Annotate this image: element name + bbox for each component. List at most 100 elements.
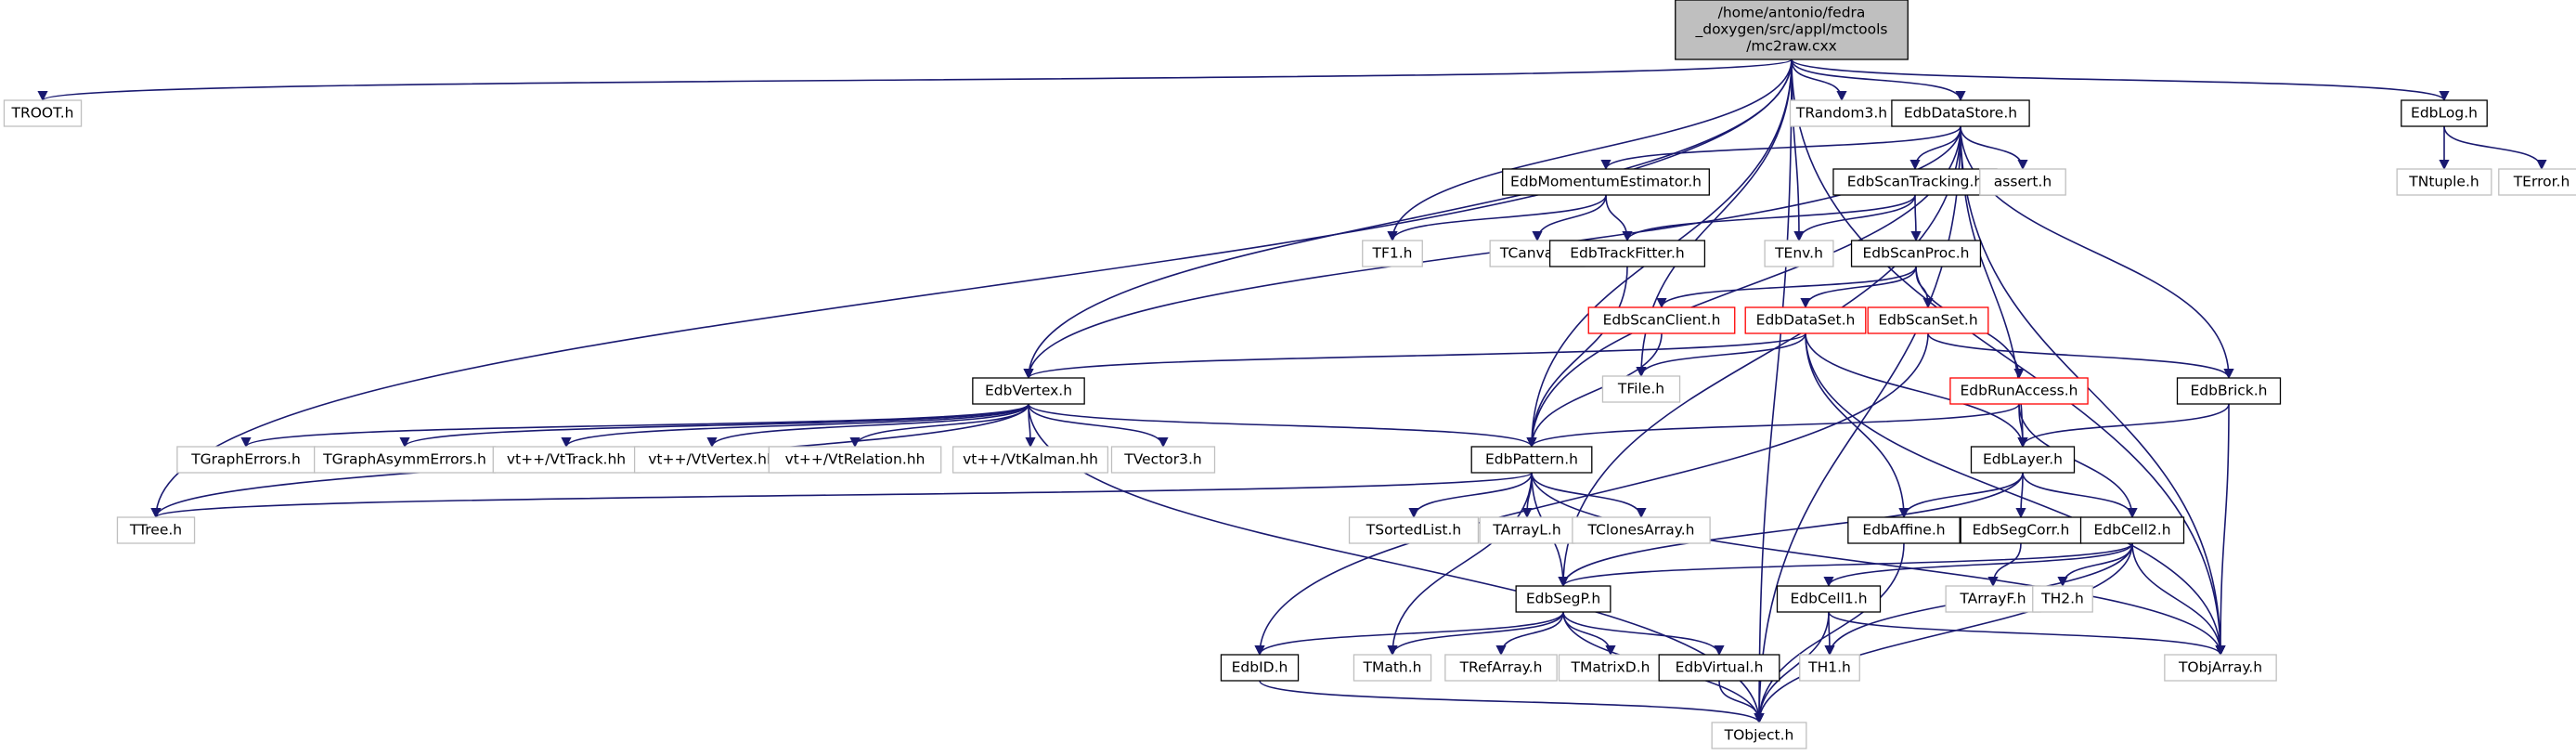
node-label-TObject: TObject.h bbox=[1724, 727, 1794, 744]
edge-EdbDataSet-to-TObjArray bbox=[1805, 332, 2226, 657]
node-box-TGraphAsymmErrors bbox=[313, 446, 496, 474]
node-TF1: TF1.h bbox=[1362, 240, 1423, 267]
node-TGraphErrors: TGraphErrors.h bbox=[176, 446, 316, 474]
edge-EdbTrackFitter-to-EdbPattern bbox=[1526, 266, 1628, 449]
node-TEnv: TEnv.h bbox=[1764, 240, 1834, 267]
edge-EdbSegP-to-TMath bbox=[1387, 611, 1564, 657]
node-box-EdbDataSet bbox=[1744, 306, 1867, 334]
node-label-VtKalman: vt++/VtKalman.hh bbox=[963, 451, 1098, 468]
node-EdbAffine[interactable]: EdbAffine.h bbox=[1847, 516, 1961, 544]
node-EdbLog[interactable]: EdbLog.h bbox=[2401, 99, 2488, 127]
edge-EdbDataSet-to-EdbLayer bbox=[1805, 332, 2028, 449]
node-EdbCell2[interactable]: EdbCell2.h bbox=[2079, 516, 2185, 544]
edge-EdbPattern-to-TSortedList bbox=[1408, 472, 1533, 519]
node-box-assert bbox=[1979, 168, 2066, 196]
node-TRefArray: TRefArray.h bbox=[1444, 654, 1558, 682]
node-label-TGraphErrors: TGraphErrors.h bbox=[190, 451, 301, 468]
node-box-TArrayL bbox=[1479, 516, 1575, 544]
edge-EdbScanClient-to-EdbPattern bbox=[1526, 332, 1663, 449]
node-box-EdbVirtual bbox=[1658, 654, 1780, 682]
edge-EdbLog-to-TError bbox=[2443, 125, 2547, 171]
node-EdbScanClient[interactable]: EdbScanClient.h bbox=[1587, 306, 1736, 334]
node-TH2: TH2.h bbox=[2032, 585, 2093, 613]
node-label-EdbCell2: EdbCell2.h bbox=[2093, 522, 2170, 539]
edge-EdbPattern-to-TMath bbox=[1387, 472, 1533, 657]
node-box-VtTrack bbox=[492, 446, 641, 474]
node-label-TROOT: TROOT.h bbox=[10, 105, 73, 122]
node-box-TVector3 bbox=[1110, 446, 1216, 474]
edge-root-to-EdbDataStore bbox=[1791, 59, 1966, 102]
node-EdbTrackFitter[interactable]: EdbTrackFitter.h bbox=[1548, 240, 1706, 267]
node-box-TFile bbox=[1601, 375, 1681, 403]
edge-EdbScanProc-to-EdbScanClient bbox=[1656, 266, 1917, 309]
edge-EdbSegP-to-EdbVirtual bbox=[1562, 611, 1725, 657]
edge-root-to-TObjArray bbox=[1791, 59, 2226, 657]
node-TVector3: TVector3.h bbox=[1110, 446, 1216, 474]
node-box-TRefArray bbox=[1444, 654, 1558, 682]
node-box-VtKalman bbox=[951, 446, 1109, 474]
node-EdbMomentumEstimator[interactable]: EdbMomentumEstimator.h bbox=[1502, 168, 1710, 196]
edge-EdbRunAccess-to-EdbPattern bbox=[1526, 403, 2020, 449]
node-EdbVertex[interactable]: EdbVertex.h bbox=[972, 377, 1085, 405]
node-label-TH1: TH1.h bbox=[1807, 659, 1851, 676]
node-TRandom3: TRandom3.h bbox=[1789, 99, 1895, 127]
node-EdbSegP[interactable]: EdbSegP.h bbox=[1515, 585, 1612, 613]
node-EdbRunAccess[interactable]: EdbRunAccess.h bbox=[1949, 377, 2089, 405]
node-box-EdbDataStore bbox=[1891, 99, 2030, 127]
node-EdbScanSet[interactable]: EdbScanSet.h bbox=[1867, 306, 1989, 334]
edge-root-to-TROOT bbox=[38, 59, 1793, 102]
node-box-EdbMomentumEstimator bbox=[1502, 168, 1710, 196]
node-label-EdbDataStore: EdbDataStore.h bbox=[1904, 105, 2017, 122]
node-TError: TError.h bbox=[2498, 168, 2576, 196]
edge-EdbLayer-to-EdbSegCorr bbox=[2015, 472, 2026, 519]
node-EdbLayer[interactable]: EdbLayer.h bbox=[1970, 446, 2076, 474]
node-TClonesArray: TClonesArray.h bbox=[1572, 516, 1711, 544]
node-box-EdbRunAccess bbox=[1949, 377, 2089, 405]
node-EdbVirtual[interactable]: EdbVirtual.h bbox=[1658, 654, 1780, 682]
edge-EdbCell2-to-EdbCell1 bbox=[1823, 542, 2133, 588]
node-EdbDataStore[interactable]: EdbDataStore.h bbox=[1891, 99, 2030, 127]
node-box-TMath bbox=[1353, 654, 1432, 682]
node-label-EdbScanSet: EdbScanSet.h bbox=[1878, 312, 1977, 329]
node-label-TEnv: TEnv.h bbox=[1774, 245, 1823, 262]
edge-EdbBrick-to-EdbLayer bbox=[2017, 403, 2230, 449]
node-EdbSegCorr[interactable]: EdbSegCorr.h bbox=[1960, 516, 2082, 544]
edge-EdbSegCorr-to-TArrayF bbox=[1987, 542, 2022, 588]
node-label-TRandom3: TRandom3.h bbox=[1795, 105, 1887, 122]
edge-EdbVertex-to-VtVertex bbox=[706, 403, 1029, 449]
node-TObject: TObject.h bbox=[1711, 722, 1807, 749]
node-label-root: _doxygen/src/appl/mctools bbox=[1695, 21, 1888, 39]
node-EdbID[interactable]: EdbID.h bbox=[1220, 654, 1300, 682]
edge-EdbVertex-to-VtTrack bbox=[561, 403, 1029, 449]
node-EdbScanTracking[interactable]: EdbScanTracking.h bbox=[1832, 168, 1998, 196]
node-box-EdbSegCorr bbox=[1960, 516, 2082, 544]
node-VtTrack: vt++/VtTrack.hh bbox=[492, 446, 641, 474]
node-EdbBrick[interactable]: EdbBrick.h bbox=[2176, 377, 2282, 405]
node-box-EdbScanSet bbox=[1867, 306, 1989, 334]
edge-EdbDataStore-to-EdbSegP bbox=[1558, 125, 1961, 588]
node-label-EdbScanClient: EdbScanClient.h bbox=[1603, 312, 1721, 329]
node-label-EdbAffine: EdbAffine.h bbox=[1862, 522, 1945, 539]
node-label-TMatrixD: TMatrixD.h bbox=[1571, 659, 1650, 676]
edge-root-to-TF1 bbox=[1387, 59, 1793, 242]
node-EdbScanProc[interactable]: EdbScanProc.h bbox=[1850, 240, 1982, 267]
node-root[interactable]: /home/antonio/fedra_doxygen/src/appl/mct… bbox=[1675, 0, 1909, 60]
node-label-EdbCell1: EdbCell1.h bbox=[1790, 591, 1867, 607]
node-label-EdbPattern: EdbPattern.h bbox=[1485, 451, 1578, 468]
node-TSortedList: TSortedList.h bbox=[1348, 516, 1480, 544]
node-label-EdbID: EdbID.h bbox=[1232, 659, 1288, 676]
node-assert: assert.h bbox=[1979, 168, 2066, 196]
node-label-EdbLayer: EdbLayer.h bbox=[1983, 451, 2063, 468]
node-label-TArrayL: TArrayL.h bbox=[1492, 522, 1560, 539]
node-TArrayL: TArrayL.h bbox=[1479, 516, 1575, 544]
node-TMath: TMath.h bbox=[1353, 654, 1432, 682]
edge-EdbLayer-to-EdbSegP bbox=[1558, 472, 2024, 588]
node-box-TObject bbox=[1711, 722, 1807, 749]
node-TNtuple: TNtuple.h bbox=[2396, 168, 2492, 196]
node-EdbCell1[interactable]: EdbCell1.h bbox=[1776, 585, 1882, 613]
node-VtKalman: vt++/VtKalman.hh bbox=[951, 446, 1109, 474]
node-EdbDataSet[interactable]: EdbDataSet.h bbox=[1744, 306, 1867, 334]
edge-EdbVertex-to-TGraphAsymmErrors bbox=[399, 403, 1029, 449]
node-EdbPattern[interactable]: EdbPattern.h bbox=[1470, 446, 1593, 474]
node-label-EdbVertex: EdbVertex.h bbox=[985, 383, 1072, 399]
